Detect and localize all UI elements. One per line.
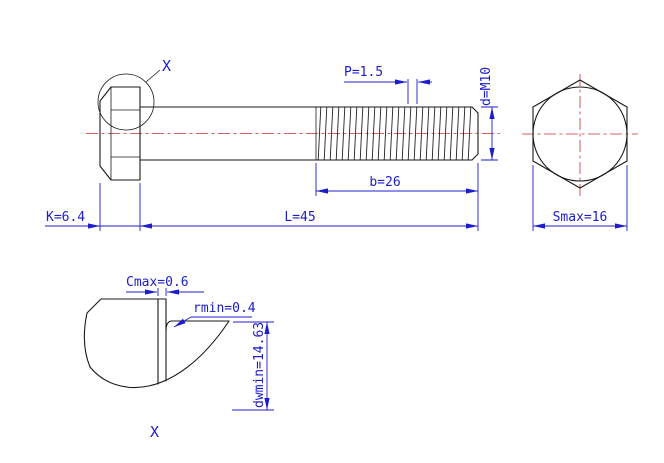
dim-fillet: rmin=0.4 <box>173 301 256 328</box>
detail-callout-label: X <box>162 57 171 75</box>
detail-callout-leader <box>145 69 161 83</box>
detail-callout-circle <box>97 73 155 131</box>
end-chamfer-bottom <box>471 153 479 161</box>
dim-text-thread-size: d=M10 <box>479 67 494 106</box>
end-view: Smax=16 <box>522 74 638 231</box>
dim-thread-length: b=26 <box>315 163 478 196</box>
main-view: X <box>86 57 500 181</box>
detail-head-outline <box>83 298 167 368</box>
detail-bearing-arc <box>89 320 230 389</box>
detail-fillet-arc <box>165 320 173 332</box>
end-chamfer-top <box>471 106 479 114</box>
dim-chamfer: Cmax=0.6 <box>126 275 204 296</box>
dim-pitch: P=1.5 <box>344 65 432 104</box>
dim-text-thread-length: b=26 <box>369 175 400 190</box>
dim-thread-size: d=M10 <box>479 67 498 161</box>
thread-hatch <box>316 107 472 160</box>
dim-text-chamfer: Cmax=0.6 <box>126 275 189 290</box>
dim-text-fillet: rmin=0.4 <box>193 301 256 316</box>
detail-view: Cmax=0.6 rmin=0.4 dwmin=14.63 X <box>83 275 274 441</box>
dim-text-head-height: K=6.4 <box>46 210 85 225</box>
leader-line <box>173 316 192 328</box>
dim-text-washer-face: dwmin=14.63 <box>252 322 267 408</box>
hexagon-outline <box>532 79 628 189</box>
dim-text-length: L=45 <box>284 210 315 225</box>
dim-head-height: K=6.4 <box>45 183 140 231</box>
dim-washer-face: dwmin=14.63 <box>232 321 274 411</box>
inscribed-circle <box>532 86 628 182</box>
dim-length: L=45 <box>139 163 479 231</box>
dim-across-flats: Smax=16 <box>532 165 628 231</box>
dim-text-pitch: P=1.5 <box>344 65 383 80</box>
dim-text-across-flats: Smax=16 <box>553 210 608 225</box>
detail-view-label: X <box>150 423 159 441</box>
